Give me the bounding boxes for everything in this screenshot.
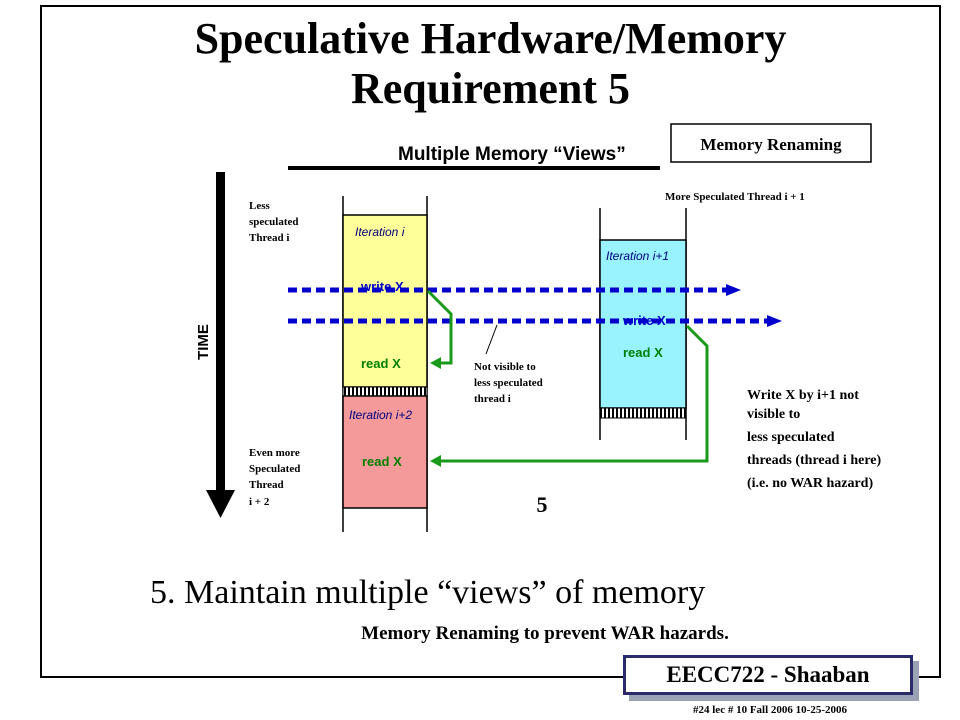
iteration-i-label: Iteration i [355,225,405,239]
slide-footer: #24 lec # 10 Fall 2006 10-25-2006 [693,704,847,716]
slide-title: Speculative Hardware/Memory Requirement … [40,14,941,114]
time-axis [206,172,235,518]
course-badge: EECC722 - Shaaban [623,655,913,695]
slide-frame [40,5,941,678]
iteration-i-read: read X [361,356,401,371]
memory-view-arrow-1 [288,284,741,296]
requirement-number: 5 [537,492,548,517]
memory-renaming-tag [670,123,872,163]
forward-arrow-i1 [430,324,709,467]
even-more-speculated-label: Even more Speculated Thread i + 2 [249,447,303,508]
diagram-heading: Multiple Memory “Views” [398,144,626,165]
iteration-i1-block [599,239,687,409]
iteration-i2-read: read X [362,454,402,469]
forward-arrow-i [426,289,453,369]
memory-renaming-tag-label: Memory Renaming [700,135,842,154]
more-speculated-label: More Speculated Thread i + 1 [665,191,805,203]
main-point: 5. Maintain multiple “views” of memory [150,574,706,611]
iteration-i-column [342,196,428,532]
iteration-i-commit [342,386,428,397]
iteration-i2-block [342,395,428,509]
sub-point: Memory Renaming to prevent WAR hazards. [361,623,729,644]
not-visible-note: Not visible to less speculated thread i [474,361,546,405]
iteration-i1-column [599,208,687,440]
iteration-i1-label: Iteration i+1 [606,249,669,263]
less-speculated-label: Less speculated Thread i [249,200,301,244]
title-line-1: Speculative Hardware/Memory [194,14,787,63]
time-axis-label: TIME [195,324,212,360]
write-not-visible-note: Write X by i+1 not visible to less specu… [747,388,885,491]
note-pointer-line [485,324,498,355]
iteration-i1-commit [599,407,687,419]
iteration-i1-read: read X [623,345,663,360]
memory-view-arrow-2 [288,315,782,327]
iteration-i2-label: Iteration i+2 [349,408,412,422]
title-line-2: Requirement 5 [350,64,631,113]
